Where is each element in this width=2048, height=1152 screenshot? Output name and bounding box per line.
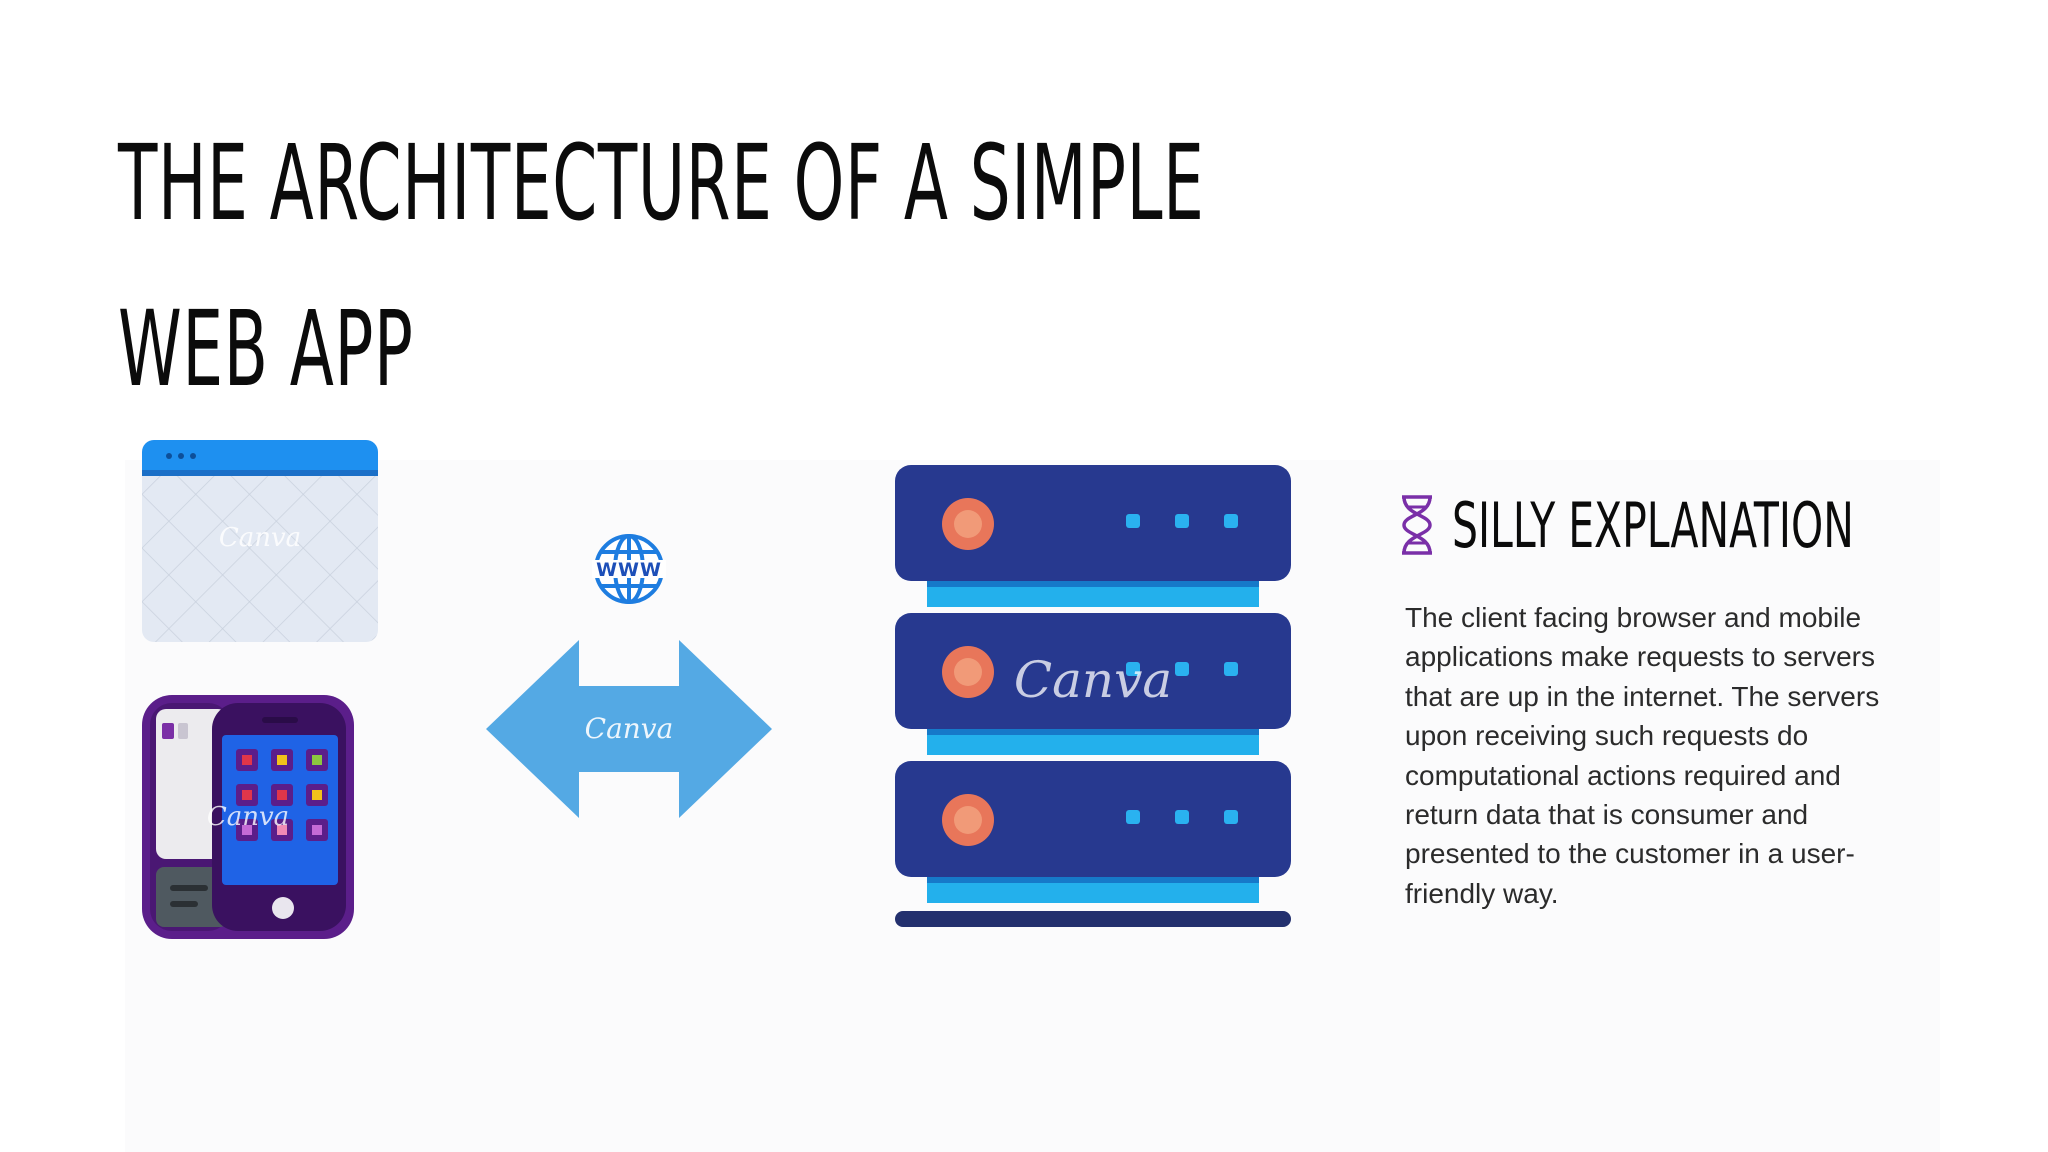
dna-icon	[1402, 495, 1432, 555]
watermark-text: Canva	[585, 712, 674, 745]
explanation-heading: SILLY EXPLANATION	[1452, 488, 1854, 562]
explanation-header: SILLY EXPLANATION	[1400, 485, 2048, 565]
title-line-1: THE ARCHITECTURE OF A SIMPLE	[118, 122, 1205, 244]
www-label: WWW	[596, 559, 662, 581]
server-stack-icon: Canva	[895, 465, 1291, 927]
browser-window-icon: Canva	[142, 440, 378, 642]
watermark-text: Canva	[219, 523, 301, 553]
bidirectional-arrow-icon: Canva	[486, 640, 772, 818]
watermark-text: Canva	[1014, 651, 1172, 709]
explanation-body: The client facing browser and mobile app…	[1405, 602, 1880, 909]
page-title: THE ARCHITECTURE OF A SIMPLE WEB APP	[118, 100, 1418, 432]
mobile-phone-icon: Canva	[142, 695, 354, 939]
globe-icon: WWW	[592, 534, 666, 604]
title-line-2: WEB APP	[118, 288, 414, 410]
watermark-text: Canva	[207, 802, 289, 832]
